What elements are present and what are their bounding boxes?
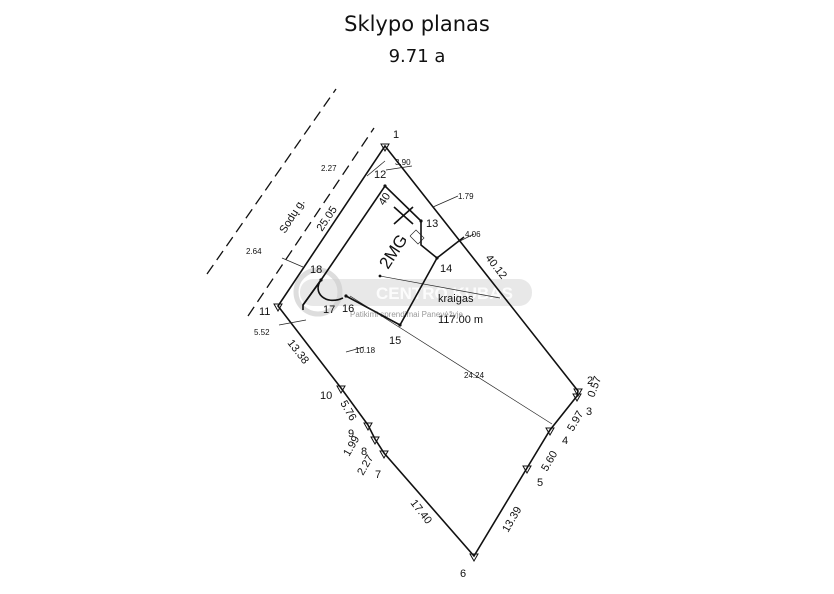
side-length: 5.97 xyxy=(565,409,586,434)
vertex-markers xyxy=(273,143,583,563)
side-lengths: 40.12 0.57 5.97 5.60 13.39 17.40 2.27 1.… xyxy=(285,204,605,534)
point-dot xyxy=(383,184,387,188)
offset-value: 4.06 xyxy=(465,230,481,239)
plot-area: 9.71 a xyxy=(388,46,446,67)
offset-value: 1.79 xyxy=(458,192,474,201)
cross-mark-b xyxy=(393,206,414,225)
point-labels: 1 2 3 4 5 6 7 8 9 10 11 12 13 14 15 16 1… xyxy=(259,129,593,580)
vertex-marker xyxy=(363,422,373,432)
ridge-height: 117.00 m xyxy=(438,314,483,326)
offset-lines xyxy=(278,160,553,425)
side-length: 1.99 xyxy=(341,434,362,459)
point-dot xyxy=(398,323,402,327)
street-line xyxy=(206,88,337,275)
offset-value: 2.27 xyxy=(321,164,337,173)
side-length: 5.60 xyxy=(539,449,560,474)
point-dot xyxy=(378,274,382,278)
street-line-inner xyxy=(247,127,375,317)
point-dot xyxy=(419,219,423,223)
point-label-18: 18 xyxy=(310,264,322,276)
point-label-2: 2 xyxy=(587,375,593,387)
vertex-marker xyxy=(336,385,346,395)
offset-value: 3.90 xyxy=(395,158,411,167)
vertex-marker xyxy=(380,143,390,153)
offset-line xyxy=(432,195,459,208)
offset-value: 10.18 xyxy=(355,346,376,355)
side-length: 40.12 xyxy=(483,252,509,281)
offset-line xyxy=(281,257,304,268)
plan-title: Sklypo planas xyxy=(344,12,490,36)
point-label-1: 1 xyxy=(393,129,399,141)
side-length: 2.27 xyxy=(355,453,376,478)
point-label-3: 3 xyxy=(586,406,592,418)
point-label-6: 6 xyxy=(460,568,466,580)
vertex-marker xyxy=(273,303,283,313)
offset-line xyxy=(278,319,307,326)
point-label-17: 17 xyxy=(323,304,335,316)
point-label-9: 9 xyxy=(348,428,354,440)
offset-value: 24.24 xyxy=(464,371,485,380)
ridge-line xyxy=(379,275,501,299)
point-label-10: 10 xyxy=(320,390,332,402)
vertex-marker xyxy=(370,436,380,446)
building-dim-40: 40 xyxy=(376,191,393,208)
vertex-marker xyxy=(379,450,389,460)
offset-line xyxy=(455,233,475,244)
point-label-15: 15 xyxy=(389,335,401,347)
street-name: Sodų g. xyxy=(277,197,307,236)
offset-value: 2.64 xyxy=(246,247,262,256)
vertex-marker xyxy=(545,427,555,437)
side-length: 5.76 xyxy=(337,399,358,424)
vertex-marker xyxy=(522,465,532,475)
offset-line xyxy=(349,295,553,425)
watermark-logo xyxy=(293,267,343,317)
offset-line xyxy=(366,160,386,177)
vertex-marker xyxy=(573,388,583,398)
side-length: 17.40 xyxy=(408,497,434,526)
watermark-band xyxy=(300,279,532,306)
point-label-14: 14 xyxy=(440,263,452,275)
point-label-13: 13 xyxy=(426,218,438,230)
offset-values: 2.27 3.90 1.79 4.06 2.64 5.52 10.18 24.2… xyxy=(246,158,485,380)
offset-line xyxy=(345,346,365,353)
point-dot xyxy=(344,294,348,298)
point-label-11: 11 xyxy=(259,306,270,318)
vertex-marker xyxy=(469,553,479,563)
point-dot xyxy=(435,256,439,260)
ridge-label: kraigas xyxy=(438,293,474,305)
vertex-marker xyxy=(572,393,582,403)
point-label-4: 4 xyxy=(562,435,568,447)
side-length: 13.38 xyxy=(285,337,311,366)
offset-line xyxy=(385,165,413,171)
point-label-7: 7 xyxy=(375,469,381,481)
building-code: 2MG xyxy=(375,231,411,272)
point-dot xyxy=(319,278,323,282)
plot-boundary xyxy=(277,144,579,558)
point-label-5: 5 xyxy=(537,477,543,489)
watermark-tagline: Patikimi sprendimai Panevėžyje xyxy=(350,310,463,319)
watermark: CENTRO KUBAS Patikimi sprendimai Panevėž… xyxy=(293,267,532,319)
offset-value: 5.52 xyxy=(254,328,270,337)
point-label-12: 12 xyxy=(374,169,386,181)
point-label-16: 16 xyxy=(342,303,354,315)
building-wall xyxy=(302,279,322,306)
watermark-name: CENTRO KUBAS xyxy=(376,284,513,303)
point-label-8: 8 xyxy=(361,446,367,458)
inner-point-dots xyxy=(319,184,439,327)
side-length: 13.39 xyxy=(500,505,524,535)
chimney-mark xyxy=(409,229,425,245)
